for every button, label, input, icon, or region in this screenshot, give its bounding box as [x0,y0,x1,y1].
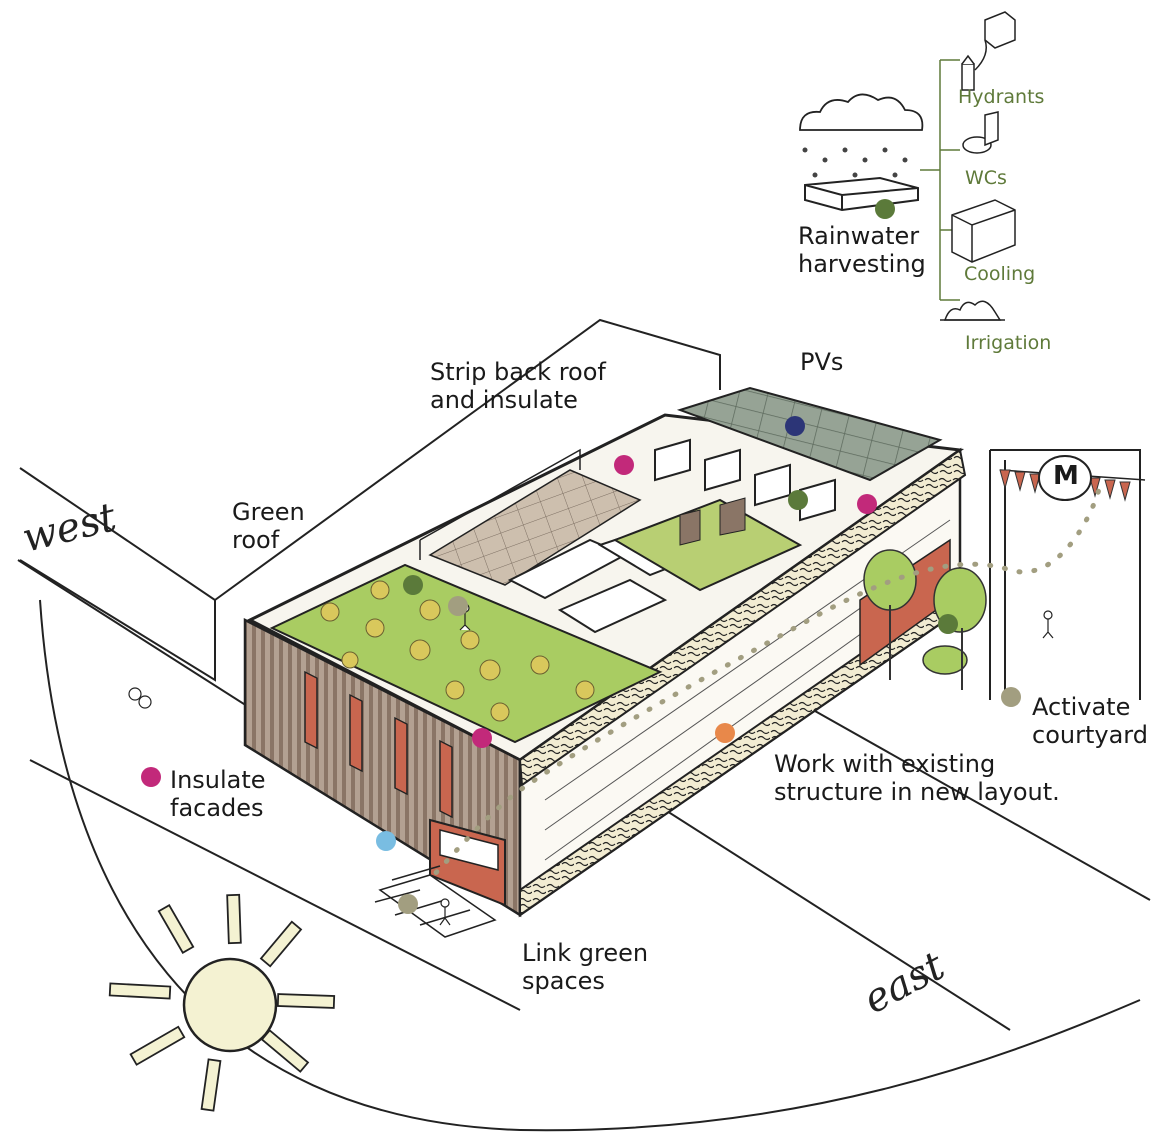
dot-link-green [398,894,418,914]
usage-wcs: WCs [965,167,1007,189]
dot-facade-corner [472,728,492,748]
green-link-path [402,482,1103,908]
rain-cloud-icon [799,93,924,131]
street-line-south [29,759,521,1011]
railing [419,448,581,560]
raindrops [802,147,908,178]
roof-terrace [428,469,642,586]
usage-branch [920,59,960,301]
facade-windows [304,670,453,819]
dot-insulate-facades [141,767,161,787]
east-facade-parapet [518,448,967,787]
dot-activate-courtyard [1001,687,1021,707]
dot-roof-garden [788,490,808,510]
dot-green-roof-taupe [448,596,468,616]
dot-courtyard-tree [938,614,958,634]
sun-icon [108,893,336,1112]
dot-work-structure [715,723,735,743]
pv-array [676,386,943,482]
green-roof [269,563,663,744]
usage-cooling: Cooling [964,263,1036,285]
dot-entrance [376,831,396,851]
courtyard-frame [989,449,1141,700]
sign-oval [1038,455,1092,501]
hydrant-icon [961,39,987,91]
cooling-unit-icon [951,199,1016,263]
sign-letter: M [1053,461,1079,491]
dot-strip-roof [614,455,634,475]
west-context-block [19,467,216,682]
crosswalk [374,865,497,938]
sun-path-arc [39,599,1141,1132]
hydrant-box-icon [984,11,1016,49]
dot-roof-edge [857,494,877,514]
skylights [654,438,836,522]
roof-trees [320,580,595,722]
wc-icon [962,111,999,154]
usage-hydrants: Hydrants [958,86,1045,108]
street-line-east-2 [759,679,1151,901]
usage-irrigation: Irrigation [965,332,1052,354]
label-pvs: PVs [800,348,844,376]
irrigation-plants-icon [940,300,1005,321]
dot-rainwater [875,199,895,219]
dot-green-roof [403,575,423,595]
bunting-flags [999,469,1131,502]
west-block-roof [214,318,721,601]
rainwater-tank-icon [804,176,919,212]
dot-pvs [785,416,805,436]
